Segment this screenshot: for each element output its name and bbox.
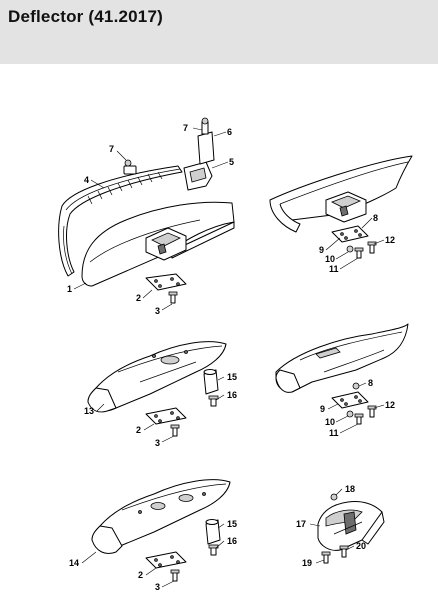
callout-15: 15	[227, 372, 237, 382]
callout-11: 11	[329, 264, 339, 274]
callout-10: 10	[325, 254, 335, 264]
deflector-assembly-14	[91, 479, 231, 582]
callout-16: 16	[227, 390, 237, 400]
callout-14: 14	[69, 558, 79, 568]
callout-11: 11	[329, 428, 339, 438]
callout-8: 8	[373, 213, 378, 223]
callout-12: 12	[385, 235, 395, 245]
callout-8: 8	[368, 378, 373, 388]
callout-10: 10	[325, 417, 335, 427]
callout-6: 6	[227, 127, 232, 137]
callout-3: 3	[155, 582, 160, 592]
callout-7: 7	[183, 123, 188, 133]
callout-3: 3	[155, 306, 160, 316]
callout-2: 2	[136, 293, 141, 303]
callout-7: 7	[109, 144, 114, 154]
leader-lines	[73, 127, 385, 588]
callout-18: 18	[345, 484, 355, 494]
callout-16: 16	[227, 536, 237, 546]
page-title: Deflector (41.2017)	[8, 7, 163, 26]
callout-1: 1	[67, 284, 72, 294]
callout-5: 5	[229, 157, 234, 167]
callout-labels: 7 6 5 7 4 1 2 3 8 12 9 10 11 15 16 13 2 …	[67, 123, 395, 592]
deflector-assembly-4	[275, 323, 409, 425]
callout-19: 19	[302, 558, 312, 568]
header-bar: Deflector (41.2017)	[0, 0, 438, 64]
callout-9: 9	[319, 245, 324, 255]
deflector-assembly-2	[269, 155, 413, 259]
callout-15: 15	[227, 519, 237, 529]
callout-12: 12	[385, 400, 395, 410]
deflector-assembly-1	[58, 117, 235, 304]
deflector-assembly-17	[317, 493, 385, 564]
callout-3: 3	[155, 438, 160, 448]
callout-4: 4	[84, 175, 89, 185]
callout-2: 2	[138, 570, 143, 580]
callout-20: 20	[356, 541, 366, 551]
deflector-assembly-13	[87, 341, 227, 437]
callout-13: 13	[84, 406, 94, 416]
callout-9: 9	[320, 404, 325, 414]
callout-17: 17	[296, 519, 306, 529]
callout-2: 2	[136, 425, 141, 435]
